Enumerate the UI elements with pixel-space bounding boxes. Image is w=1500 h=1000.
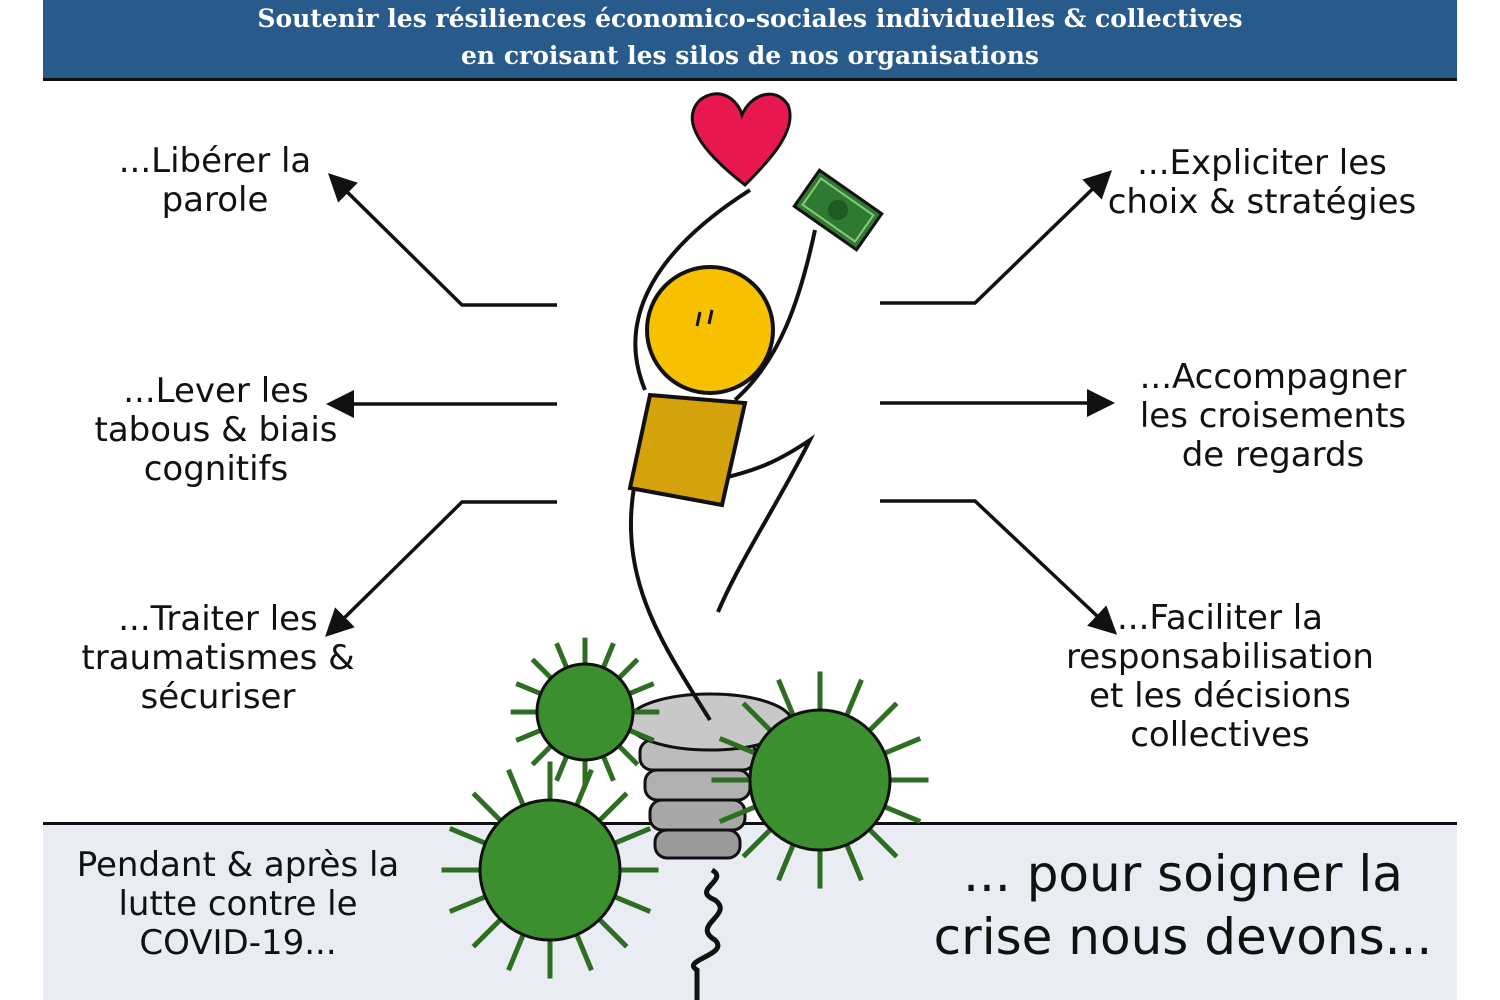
footer-band (43, 822, 1457, 1000)
virus-icon (510, 637, 660, 787)
text-line: ...Traiter les (118, 599, 318, 639)
title-line-1: Soutenir les résiliences économico-socia… (257, 4, 1243, 33)
spring-icon (691, 867, 723, 1000)
text-line: sécuriser (140, 677, 296, 717)
text-line: responsabilisation (1066, 637, 1374, 677)
left-item-2: ...Lever les tabous & biais cognitifs (95, 372, 338, 489)
text-line: COVID-19... (139, 923, 337, 963)
text-line: traumatismes & (81, 638, 355, 678)
virus-icon (441, 761, 659, 979)
text-line: collectives (1130, 715, 1310, 755)
money-icon (792, 168, 884, 252)
text-line: ...Expliciter les (1137, 143, 1387, 183)
title-line-2: en croisant les silos de nos organisatio… (461, 41, 1039, 70)
text-line: ...Libérer la (118, 141, 312, 181)
left-item-3: ...Traiter les traumatismes & sécuriser (81, 600, 354, 717)
left-item-1: ...Libérer la parole (119, 142, 312, 220)
arrow-left-3 (325, 500, 557, 637)
heart-icon (690, 92, 792, 187)
footer-right-text: ... pour soigner la crise nous devons... (934, 843, 1433, 969)
text-line: choix & stratégies (1107, 182, 1417, 222)
text-line: de regards (1181, 435, 1365, 475)
title-banner: Soutenir les résiliences économico-socia… (43, 0, 1457, 81)
text-line: lutte contre le (118, 884, 358, 924)
arrow-right-3 (880, 499, 1118, 635)
person-figure (627, 188, 817, 722)
arrow-left-1 (328, 173, 557, 307)
text-line: crise nous devons... (933, 908, 1433, 966)
text-line: ...Lever les (123, 371, 309, 411)
text-line: et les décisions (1089, 676, 1351, 716)
text-line: ...Accompagner (1139, 357, 1407, 397)
text-line: Pendant & après la (76, 845, 400, 885)
arrow-right-1 (880, 170, 1113, 305)
text-line: ...Faciliter la (1116, 598, 1324, 638)
right-item-3: ...Faciliter la responsabilisation et le… (1066, 599, 1374, 755)
footer-left-text: Pendant & après la lutte contre le COVID… (77, 846, 400, 963)
virus-icon (711, 671, 929, 889)
right-item-1: ...Expliciter les choix & stratégies (1108, 144, 1417, 222)
text-line: cognitifs (143, 449, 289, 489)
text-line: tabous & biais (94, 410, 338, 450)
text-line: les croisements (1139, 396, 1407, 436)
text-line: parole (161, 180, 269, 220)
right-item-2: ...Accompagner les croisements de regard… (1140, 358, 1407, 475)
text-line: ... pour soigner la (963, 845, 1403, 903)
